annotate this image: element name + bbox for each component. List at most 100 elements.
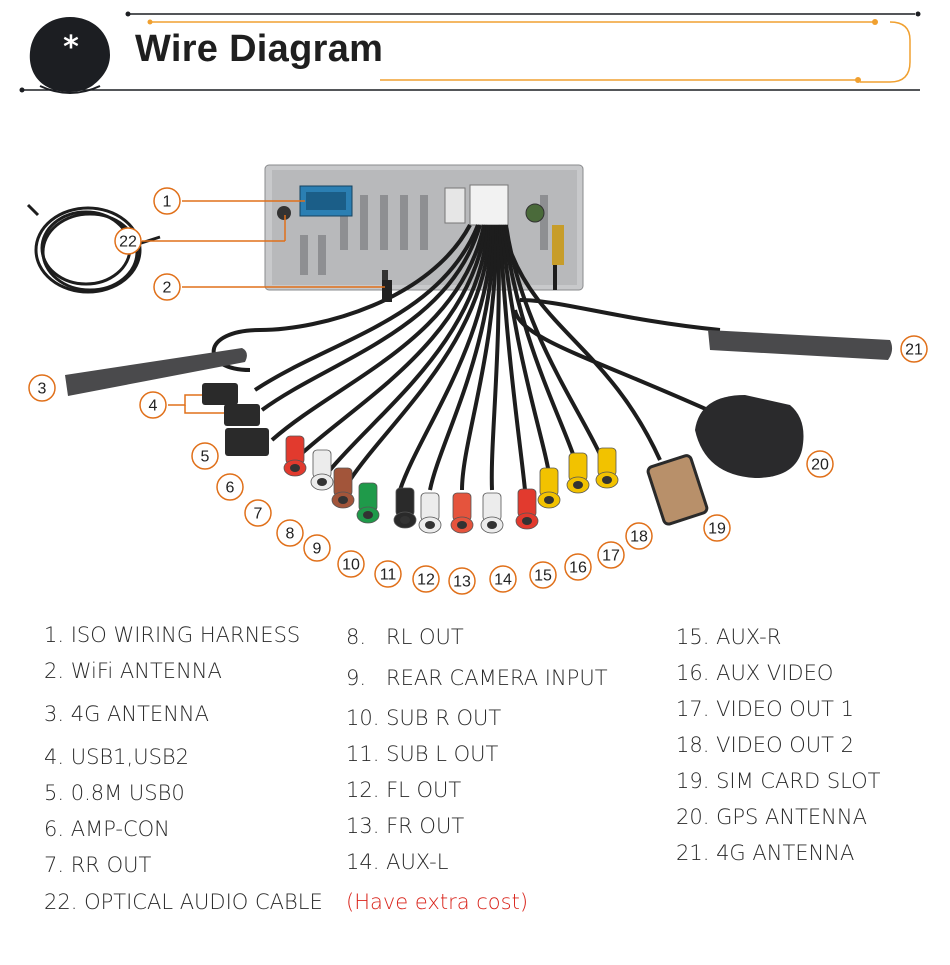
legend-item: 18. VIDEO OUT 2 [676, 733, 855, 757]
rca-plug [566, 452, 590, 494]
callout-label: 1 [163, 194, 172, 211]
legend-item: 8. RL OUT [346, 625, 464, 649]
callout-label: 2 [163, 280, 172, 297]
legend-item: 17. VIDEO OUT 1 [676, 697, 855, 721]
4g-antenna-right [708, 330, 893, 360]
sim-card-slot [646, 454, 709, 526]
callout-12: 12 [412, 565, 440, 593]
rca-plug [283, 435, 307, 477]
legend-item: 15. AUX-R [676, 625, 782, 649]
rca-plug [537, 467, 561, 509]
callout-8: 8 [276, 519, 304, 547]
legend-item: 22. OPTICAL AUDIO CABLE [44, 890, 323, 914]
callout-label: 18 [630, 529, 648, 546]
callout-label: 19 [708, 521, 726, 538]
callout-label: 16 [569, 560, 587, 577]
legend-item: 14. AUX-L [346, 850, 449, 874]
legend-item: 4. USB1,USB2 [44, 745, 190, 769]
callout-19: 19 [703, 514, 731, 542]
callout-22: 22 [114, 227, 142, 255]
4g-antenna-left [65, 348, 247, 396]
callout-label: 9 [313, 541, 322, 558]
callout-label: 4 [149, 398, 158, 415]
callout-10: 10 [337, 550, 365, 578]
callout-label: 21 [905, 342, 923, 359]
rca-plug [450, 492, 474, 534]
rca-plug [331, 467, 355, 509]
callout-21: 21 [900, 335, 928, 363]
callout-label: 6 [226, 480, 235, 497]
callout-label: 8 [286, 526, 295, 543]
callout-1: 1 [153, 187, 181, 215]
legend-item: 11. SUB L OUT [346, 742, 499, 766]
legend-item: 1. ISO WIRING HARNESS [44, 623, 301, 647]
legend-item: 5. 0.8M USB0 [44, 781, 185, 805]
rca-plug [356, 482, 380, 524]
callout-14: 14 [489, 565, 517, 593]
callout-7: 7 [244, 499, 272, 527]
callout-label: 22 [119, 234, 137, 251]
callout-label: 7 [254, 506, 263, 523]
legend-item: 3. 4G ANTENNA [44, 702, 209, 726]
callout-label: 5 [201, 449, 210, 466]
legend-item: 20. GPS ANTENNA [676, 805, 867, 829]
legend-item: 21. 4G ANTENNA [676, 841, 855, 865]
badge-symbol: * [63, 30, 79, 65]
callout-17: 17 [597, 541, 625, 569]
callout-label: 12 [417, 572, 435, 589]
usb0-plug [225, 428, 269, 456]
rca-connectors [283, 435, 619, 534]
callout-label: 15 [534, 568, 552, 585]
optical-cable-coil [26, 203, 161, 294]
header-banner: * Wire Diagram [0, 0, 950, 110]
callout-label: 14 [494, 572, 512, 589]
page-title: Wire Diagram [135, 28, 384, 70]
callout-20: 20 [806, 450, 834, 478]
extra-cost-note: (Have extra cost) [346, 890, 529, 914]
callout-13: 13 [448, 567, 476, 595]
callout-9: 9 [303, 534, 331, 562]
legend-item: 19. SIM CARD SLOT [676, 769, 881, 793]
legend-item: 6. AMP-CON [44, 817, 170, 841]
legend-item: 10. SUB R OUT [346, 706, 502, 730]
rca-plug [418, 492, 442, 534]
legend-item: 12. FL OUT [346, 778, 462, 802]
header-decoration [19, 11, 921, 94]
legend-item: 7. RR OUT [44, 853, 152, 877]
gps-connector [552, 225, 564, 265]
callout-11: 11 [374, 560, 402, 588]
callout-15: 15 [529, 561, 557, 589]
callout-label: 11 [380, 567, 397, 584]
head-unit-chassis [264, 164, 584, 291]
rca-plug [480, 492, 504, 534]
asterisk-badge-icon [29, 17, 110, 94]
rca-plug [310, 449, 334, 491]
rca-plug [515, 488, 539, 530]
callout-label: 13 [453, 574, 471, 591]
callout-16: 16 [564, 553, 592, 581]
legend-item: 2. WiFi ANTENNA [44, 659, 222, 683]
wifi-antenna [382, 280, 392, 302]
callout-label: 10 [342, 557, 360, 574]
callout-6: 6 [216, 473, 244, 501]
legend-item: 16. AUX VIDEO [676, 661, 834, 685]
callout-3: 3 [28, 374, 56, 402]
gps-antenna [695, 395, 804, 478]
legend-item: 13. FR OUT [346, 814, 465, 838]
callout-label: 17 [602, 548, 620, 565]
callout-2: 2 [153, 273, 181, 301]
callout-leaders [142, 200, 385, 414]
callout-label: 20 [811, 457, 829, 474]
rca-plug [393, 487, 417, 529]
usb2-plug [224, 404, 260, 426]
legend-item: 9. REAR CAMERA INPUT [346, 666, 608, 690]
callout-label: 3 [38, 381, 47, 398]
rca-plug [595, 447, 619, 489]
callout-18: 18 [625, 522, 653, 550]
usb1-plug [202, 383, 238, 405]
callout-5: 5 [191, 442, 219, 470]
callout-4: 4 [139, 391, 167, 419]
